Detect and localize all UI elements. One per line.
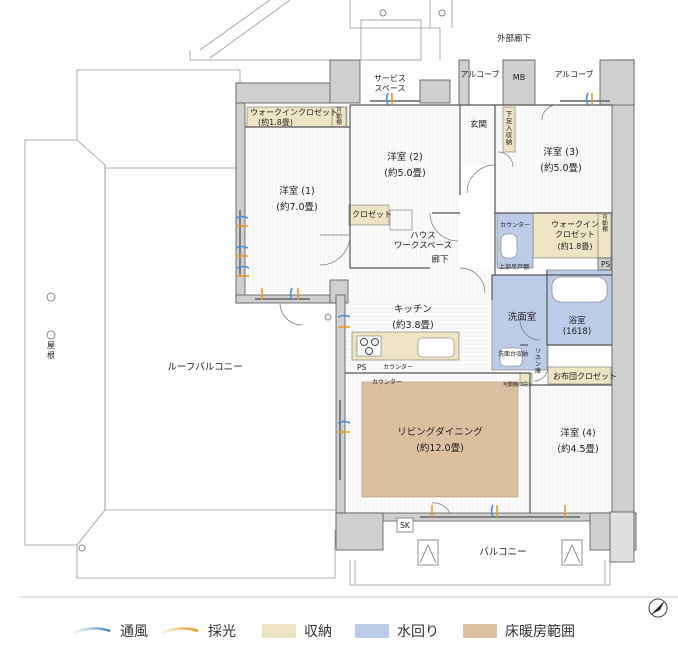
hallway-label: 廊下 — [431, 255, 449, 265]
linen-label: リネン庫 — [534, 348, 541, 375]
living-label: リビングダイニング — [397, 427, 483, 438]
drain-icon — [78, 544, 86, 552]
counter2-label: カウンター — [372, 379, 403, 386]
counter1-label: カウンター — [383, 364, 414, 371]
legend-storage-text: 収納 — [304, 624, 332, 640]
room3-label: 洋室 (3) — [543, 147, 579, 158]
doors — [279, 104, 558, 514]
drain-icon — [46, 330, 56, 340]
entrance-label: 玄関 — [470, 120, 488, 130]
water-swatch — [355, 624, 389, 638]
service-space-label: サービス スペース — [374, 74, 406, 93]
windows — [239, 100, 610, 518]
storage-swatch — [262, 624, 296, 638]
kitchen-size-label: (約3.8畳) — [392, 320, 434, 331]
room2-size-label: (約5.0畳) — [384, 168, 426, 179]
hand-wash-label: 上部吊戸棚 — [499, 264, 530, 271]
closet-label: クロゼット — [352, 210, 392, 219]
water-areas — [356, 212, 613, 371]
legend-water: 水回り — [355, 622, 439, 640]
shoe-storage-label: 下足入収納 — [505, 110, 513, 146]
legend: 通風 採光 収納 水回り 床暖房範囲 — [0, 614, 678, 644]
washroom-shelf-label: 洗面台収納 — [498, 351, 529, 358]
drain-icon — [46, 292, 56, 302]
futon-closet-label: お布団クロゼット — [553, 372, 617, 381]
room3-size-label: (約5.0畳) — [540, 163, 582, 174]
wic2-shelf-label: 可動棚 — [602, 215, 608, 233]
partitions — [245, 104, 612, 513]
drain-icon — [324, 313, 332, 321]
bath-size-label: (1618) — [562, 327, 592, 337]
floor-heating-area — [361, 381, 519, 498]
legend-storage: 収納 — [262, 622, 332, 640]
ps1-label: PS — [601, 260, 611, 269]
roof-label: 屋根 — [47, 341, 55, 360]
stove-burner-icon — [371, 338, 379, 346]
stove-burner-icon — [360, 338, 368, 346]
stove-burner-icon — [365, 347, 373, 355]
bath-label: 浴室 — [568, 316, 586, 326]
house-work-label: ハウス ワークスペース — [393, 231, 453, 251]
room4-label: 洋室 (4) — [560, 428, 596, 439]
legend-ventilation-text: 通風 — [120, 624, 148, 640]
roof-balcony-label: ルーフバルコニー — [167, 362, 243, 373]
room2-label: 洋室 (2) — [387, 152, 423, 163]
kitchen-label: キッチン — [393, 304, 433, 315]
toilet-counter-label: カウンター — [500, 222, 531, 229]
drain-icon — [438, 9, 446, 17]
washroom-label: 洗面室 — [507, 312, 537, 323]
lighting-arrows — [236, 93, 593, 517]
room1-label: 洋室 (1) — [279, 186, 315, 197]
floor-storage-label: 可動棚(3段) — [503, 382, 531, 388]
wic1-label: ウォークインクロゼット — [250, 108, 338, 117]
compass-icon — [648, 598, 668, 618]
legend-heating-text: 床暖房範囲 — [505, 624, 575, 640]
legend-water-text: 水回り — [397, 624, 439, 640]
mb-label: MB — [512, 73, 526, 82]
legend-lighting-text: 採光 — [208, 624, 236, 640]
wic2-size-label: (約1.8畳) — [557, 242, 593, 251]
wic1-shelf-label: 可動棚 — [336, 108, 342, 126]
drain-icon — [379, 9, 387, 17]
wic2-label: ウォークイン クロゼット — [551, 220, 599, 239]
legend-heating: 床暖房範囲 — [463, 622, 575, 640]
ventilation-icon — [73, 627, 111, 635]
outer-corridor-label: 外部廊下 — [496, 34, 532, 44]
walls — [235, 59, 637, 563]
sk-label: SK — [400, 521, 410, 530]
ventilation-arrows — [235, 92, 589, 518]
living-size-label: (約12.0畳) — [416, 443, 464, 454]
legend-ventilation: 通風 — [72, 622, 148, 640]
legend-lighting: 採光 — [160, 622, 236, 640]
balcony-label: バルコニー — [479, 547, 527, 558]
heating-swatch — [463, 624, 497, 638]
lighting-icon — [161, 627, 199, 635]
roof-balcony-area — [24, 0, 611, 586]
alcove-left-label: アルコーブ — [460, 70, 500, 79]
balcony-fixtures — [396, 517, 583, 566]
wic1-size-label: (約1.8畳) — [258, 118, 293, 127]
room4-size-label: (約4.5畳) — [557, 444, 599, 455]
room1-size-label: (約7.0畳) — [276, 202, 318, 213]
alcove-right-label: アルコーブ — [554, 70, 594, 79]
ps2-label: PS — [357, 363, 367, 372]
